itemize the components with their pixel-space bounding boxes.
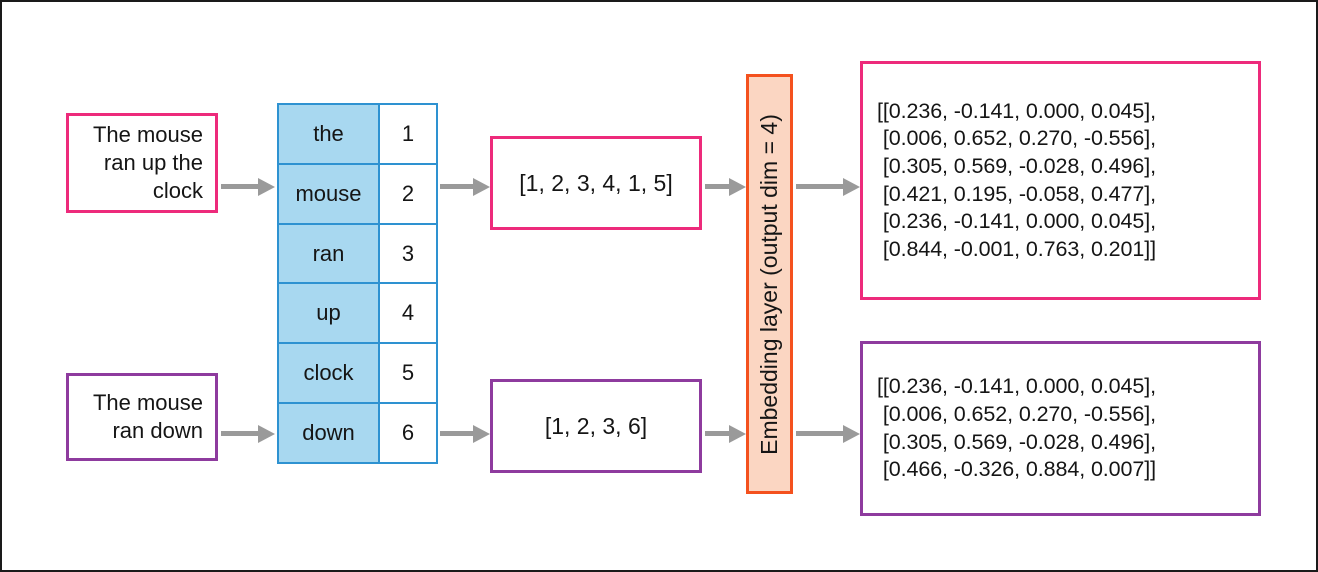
vocab-word: clock [279, 344, 380, 403]
input-sentence-top: The mouse ran up the clock [66, 113, 218, 213]
vocab-index: 3 [380, 224, 436, 283]
output-matrix-top: [[0.236, -0.141, 0.000, 0.045], [0.006, … [860, 61, 1261, 300]
output-matrix-top-text: [[0.236, -0.141, 0.000, 0.045], [0.006, … [877, 98, 1157, 261]
token-sequence-bottom: [1, 2, 3, 6] [490, 379, 702, 473]
arrow-vocab-to-sequence-bottom [440, 425, 490, 443]
vocab-index: 1 [380, 105, 436, 163]
embedding-layer-label: Embedding layer (output dim = 4) [756, 113, 782, 455]
token-sequence-bottom-text: [1, 2, 3, 6] [544, 412, 648, 439]
arrow-embedding-to-output-bottom [796, 425, 860, 443]
vocab-index: 4 [380, 284, 436, 343]
arrow-embedding-to-output-top [796, 178, 860, 196]
arrow-vocab-to-sequence-top [440, 178, 490, 196]
table-row: up 4 [279, 284, 436, 345]
vocab-word: up [279, 284, 380, 343]
table-row: clock 5 [279, 344, 436, 405]
token-sequence-top-text: [1, 2, 3, 4, 1, 5] [519, 169, 673, 196]
vocab-word: ran [279, 224, 380, 283]
input-sentence-top-text: The mouse ran up the clock [92, 121, 203, 204]
vocab-word: mouse [279, 164, 380, 223]
vocabulary-table: the 1 mouse 2 ran 3 up 4 clock 5 down 6 [277, 103, 438, 464]
vocab-index: 2 [380, 164, 436, 223]
input-sentence-bottom: The mouse ran down [66, 373, 218, 461]
input-sentence-bottom-text: The mouse ran down [92, 389, 203, 443]
vocab-word: the [279, 105, 380, 163]
table-row: the 1 [279, 105, 436, 165]
output-matrix-bottom-text: [[0.236, -0.141, 0.000, 0.045], [0.006, … [877, 374, 1157, 482]
arrow-input-top-to-vocab [221, 178, 275, 196]
table-row: down 6 [279, 404, 436, 462]
vocab-index: 6 [380, 404, 436, 462]
arrow-input-bottom-to-vocab [221, 425, 275, 443]
arrow-sequence-bottom-to-embedding [705, 425, 746, 443]
embedding-layer-block: Embedding layer (output dim = 4) [746, 74, 793, 494]
vocab-word: down [279, 404, 380, 462]
arrow-sequence-top-to-embedding [705, 178, 746, 196]
token-sequence-top: [1, 2, 3, 4, 1, 5] [490, 136, 702, 230]
table-row: mouse 2 [279, 164, 436, 225]
table-row: ran 3 [279, 224, 436, 285]
vocab-index: 5 [380, 344, 436, 403]
output-matrix-bottom: [[0.236, -0.141, 0.000, 0.045], [0.006, … [860, 341, 1261, 516]
